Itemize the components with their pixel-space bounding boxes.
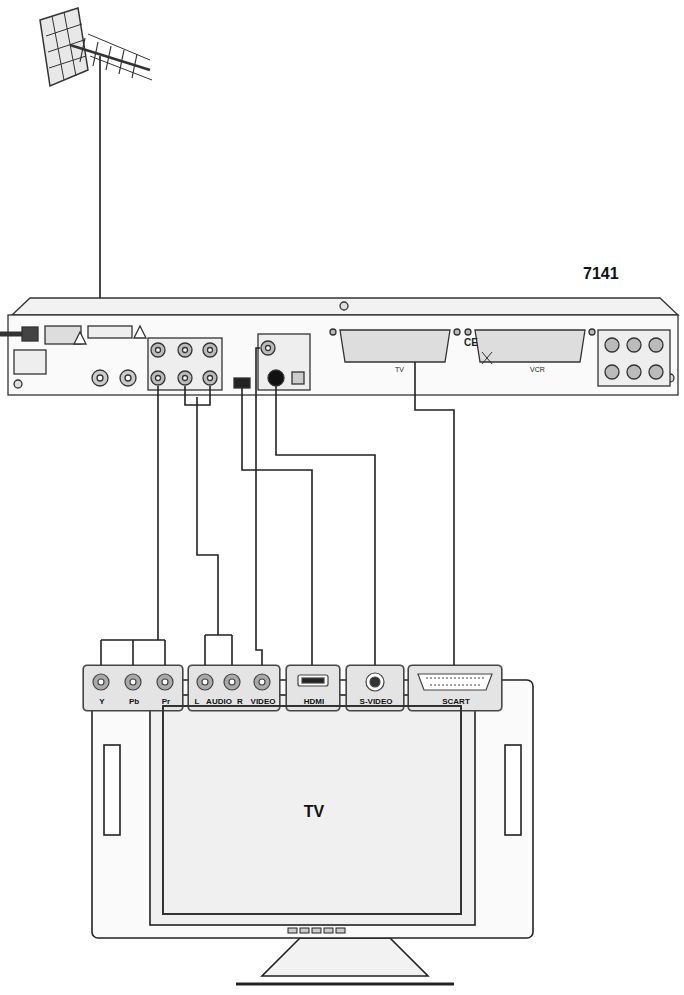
receiver-unit: 7141 (8, 262, 680, 397)
ce-mark: CE (464, 338, 478, 348)
cable (415, 397, 454, 665)
port-wires (158, 348, 415, 405)
cable (276, 397, 375, 665)
cable (101, 397, 165, 665)
port-label: Pb (129, 698, 139, 706)
cable (242, 397, 312, 665)
tv-body (92, 680, 533, 984)
cable (256, 397, 262, 665)
model-number: 7141 (583, 266, 619, 282)
port-label: Y (99, 698, 104, 706)
cable (197, 397, 232, 665)
tv-screen: TV (162, 705, 462, 915)
rear-scart-label: TV (395, 366, 404, 373)
rear-scart-label: VCR (530, 366, 545, 373)
device-label: TV (304, 804, 324, 820)
receiver-panel (0, 298, 678, 395)
